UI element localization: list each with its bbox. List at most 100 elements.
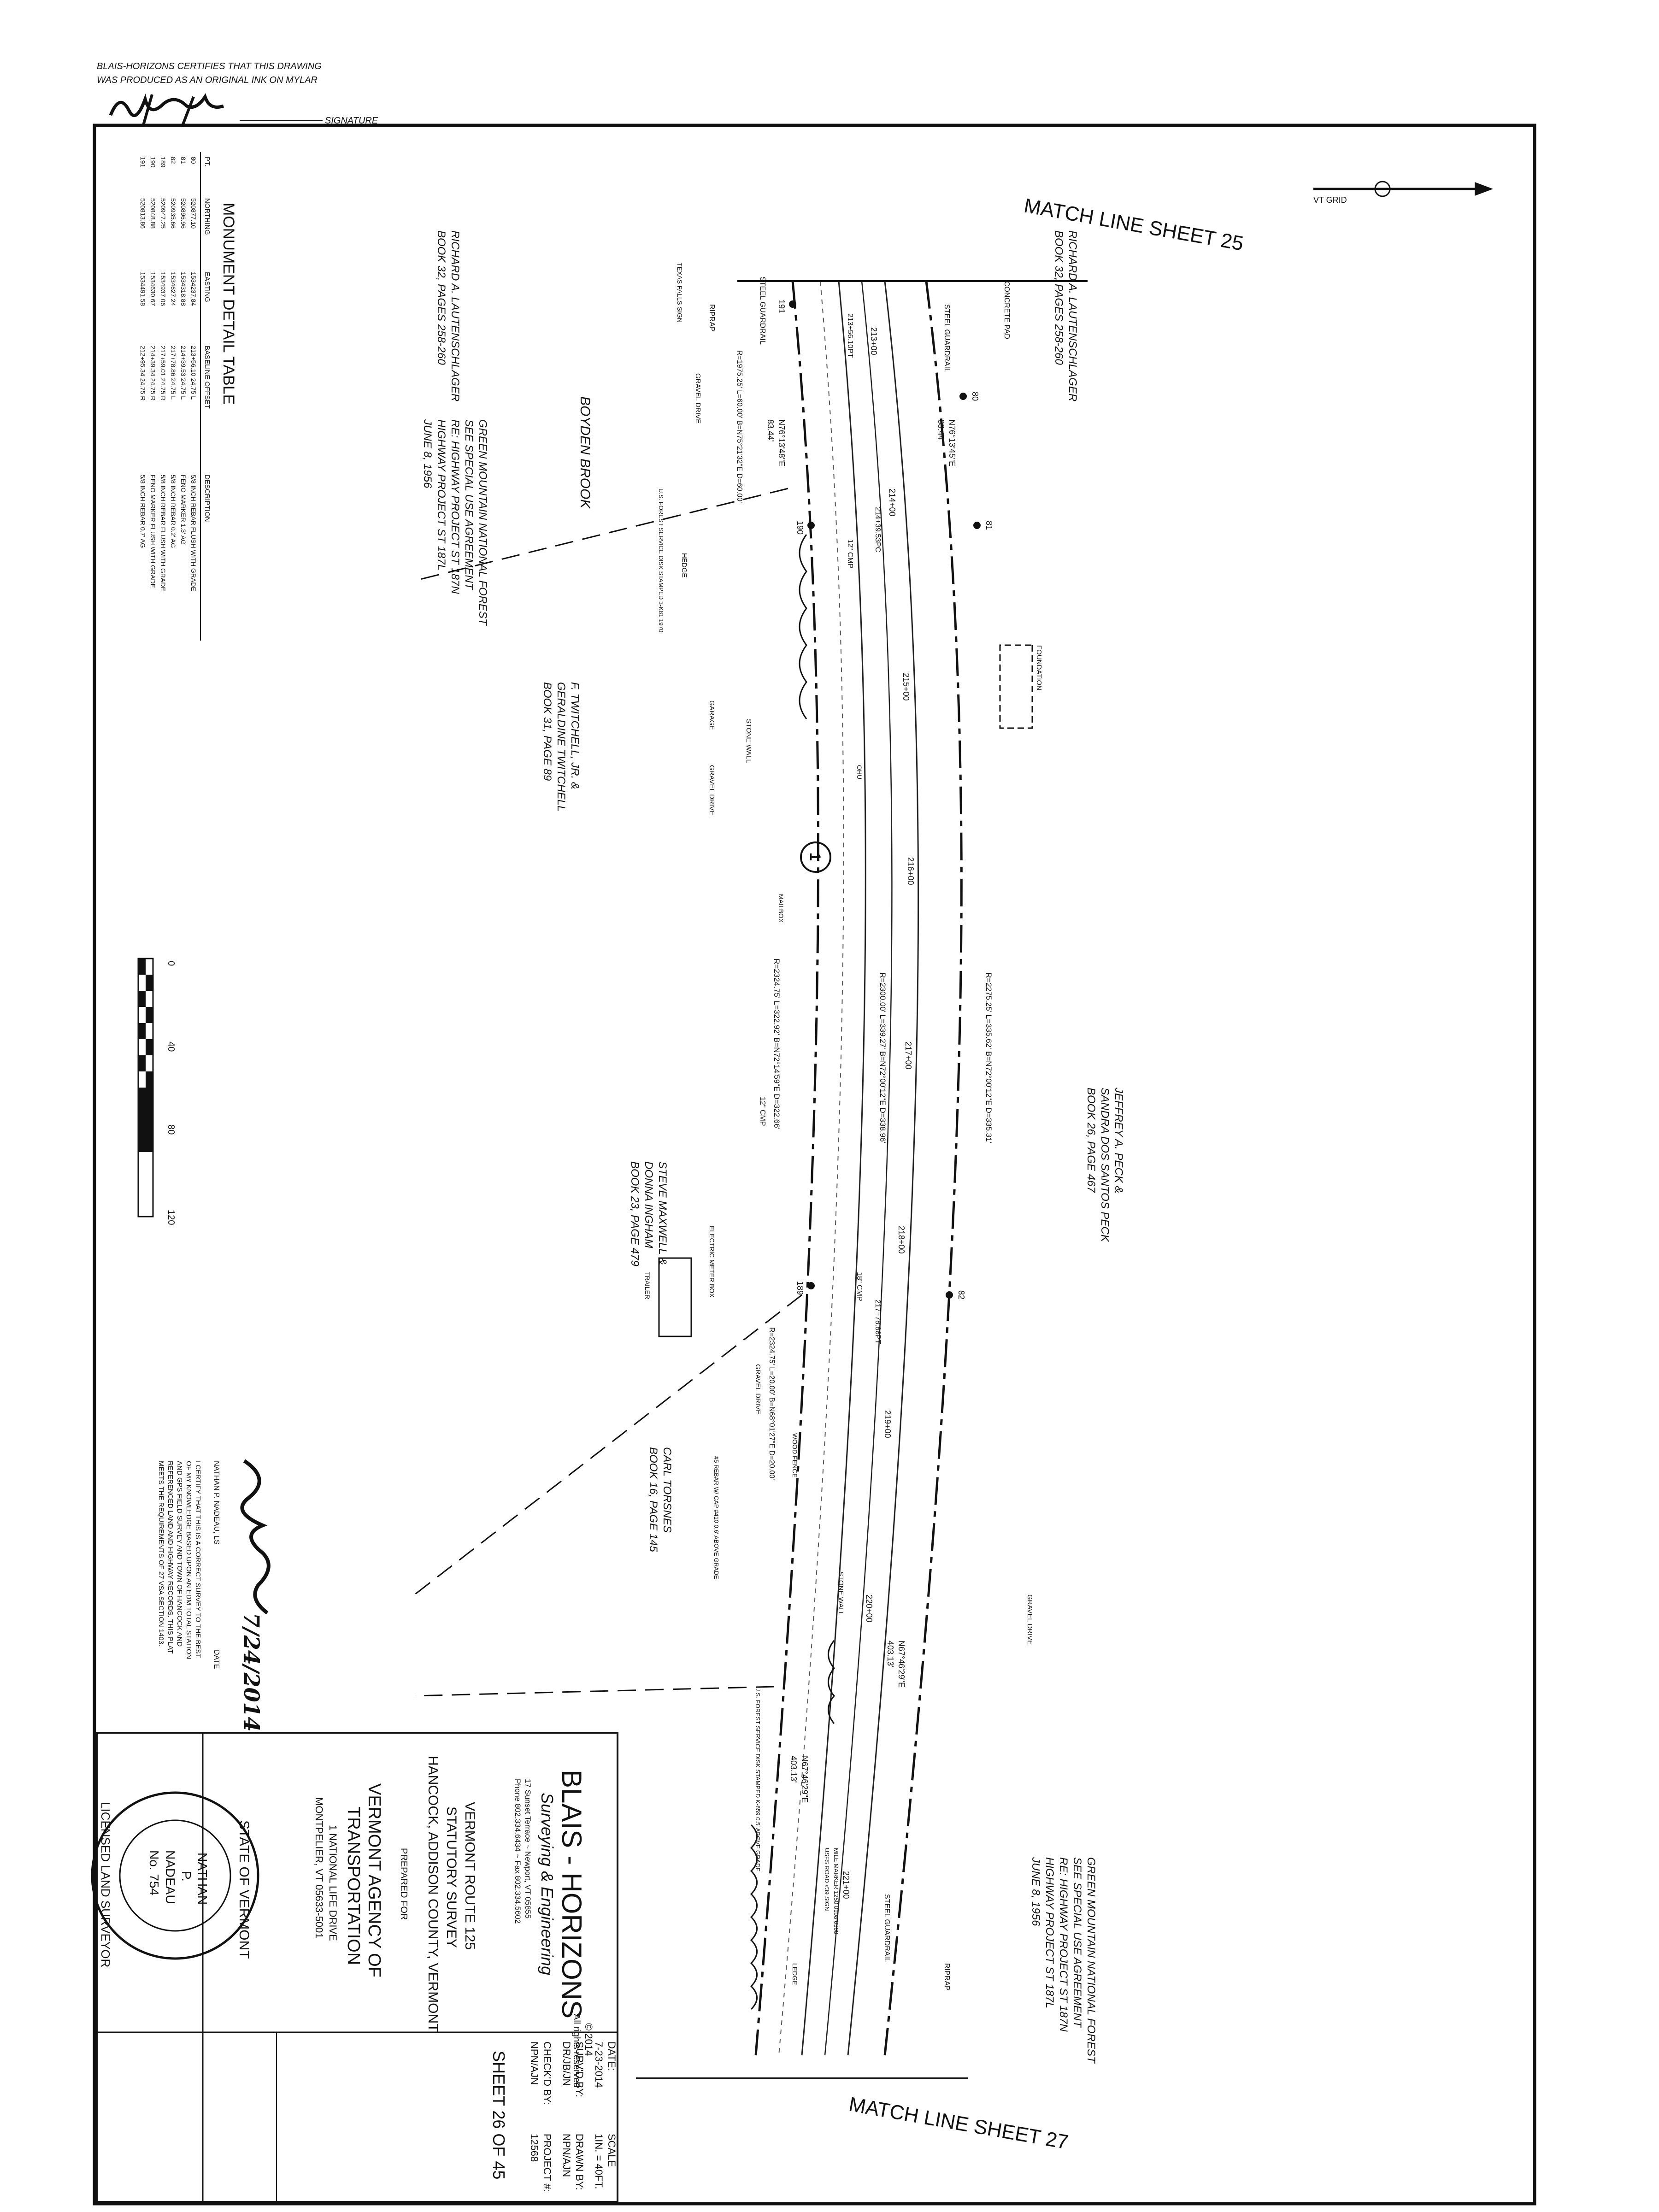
owner-7-line-1: CARL TORSNES: [661, 1447, 673, 1533]
owner-block-1: RICHARD A. LAUTENSCHLAGER BOOK 32, PAGES…: [1053, 230, 1079, 401]
survd-label: SURV'D BY:: [574, 2041, 585, 2097]
owner-2-line-2: BOOK 32, PAGES 258-260: [435, 230, 447, 365]
point-80-label: 80: [971, 392, 980, 401]
surveyor-signature: [240, 1459, 271, 1615]
label-hedge: HEDGE: [680, 553, 688, 577]
label-steel-guardrail-1: STEEL GUARDRAIL: [943, 304, 951, 372]
sheet-note-number: 1: [807, 853, 824, 861]
label-usfs-disk-2: U.S. FOREST SERVICE DISK STAMPED K-659 0…: [754, 1687, 761, 1872]
scale-label: SCALE: [606, 2134, 618, 2167]
owner-block-4: F. TWITCHELL, JR. & GERALDINE TWITCHELL …: [541, 682, 581, 812]
table-cell: 520813.86: [139, 198, 147, 229]
owner-block-3: GREEN MOUNTAIN NATIONAL FOREST SEE SPECI…: [421, 419, 489, 626]
scale-120: 120: [166, 1210, 176, 1225]
project-line-3: HANCOCK, ADDISON COUNTY, VERMONT: [425, 1756, 441, 2032]
project-label: PROJECT #:: [541, 2134, 553, 2192]
drawn-value: NPN/AJN: [561, 2134, 572, 2177]
monument-table-header: PT. NORTHING EASTING BASELINE OFFSET DES…: [203, 157, 211, 522]
point-190: [807, 522, 815, 529]
table-cell: 1534937.06: [159, 272, 167, 306]
pipe-1: 12" CMP: [846, 539, 854, 568]
owner-block-6: STEVE MAXWELL & DONNA INGHAM BOOK 23, PA…: [629, 1161, 669, 1266]
table-cell: 520848.88: [149, 198, 157, 229]
curve-2: R=2275.25' L=335.62' B=N72°00'12"E D=335…: [984, 972, 993, 1143]
owner-block-8: GREEN MOUNTAIN NATIONAL FOREST SEE SPECI…: [1030, 1857, 1097, 2064]
curve-4: R=2324.75' L=322.92' B=N72°14'59"E D=322…: [772, 959, 781, 1130]
match-line-bottom: MATCH LINE SHEET 27: [847, 2093, 1070, 2154]
table-cell: 1534318.88: [180, 272, 187, 306]
owner-6-line-1: STEVE MAXWELL &: [656, 1161, 669, 1265]
seal-state: STATE OF VERMONT: [236, 1820, 252, 1959]
table-cell: 5/8 INCH REBAR FLUSH WITH GRADE: [190, 475, 197, 591]
label-usfs-sign: USFS ROAD #39 SIGN: [824, 1848, 830, 1911]
label-steel-guardrail-2: STEEL GUARDRAIL: [759, 276, 766, 345]
label-wood-fence: WOOD FENCE: [791, 1433, 799, 1477]
project-line-1: VERMONT ROUTE 125: [462, 1802, 477, 1950]
pc-label-2: 214+39.53PC: [874, 507, 882, 552]
cert-text-3: AND GPS FIELD SURVEY AND TOWN OF HANCOCK…: [176, 1461, 183, 1647]
owner-4-line-3: BOOK 31, PAGE 89: [541, 682, 553, 781]
table-cell: 80: [190, 157, 197, 164]
table-cell: 520877.10: [190, 198, 197, 229]
company-address: 17 Sunset Terrace ~ Newport, VT 05855: [524, 1779, 532, 1918]
pipe-2: 18" CMP: [855, 1272, 863, 1301]
point-191-label: 191: [777, 300, 786, 313]
station-217: 217+00: [904, 1041, 913, 1070]
vt-grid-label: VT GRID: [1313, 195, 1347, 205]
row-line-south: [754, 281, 820, 2056]
client-line-3: 1 NATIONAL LIFE DRIVE: [327, 1825, 339, 1941]
label-gravel-drive-3: GRAVEL DRIVE: [754, 1364, 762, 1414]
col-northing: NORTHING: [203, 198, 211, 235]
table-cell: 217+59.01 24.75 R: [159, 346, 167, 401]
project-line-2: STATUTORY SURVEY: [444, 1806, 459, 1948]
sheet-note-circle: [800, 841, 831, 873]
point-189: [807, 1282, 815, 1289]
distance-2: 83.44': [766, 419, 775, 441]
scale-40: 40: [166, 1041, 176, 1052]
table-cell: FENO MARKER FLUSH WITH GRADE: [149, 475, 157, 588]
scale-0: 0: [166, 961, 176, 966]
distance-3: 403.13': [886, 1641, 895, 1668]
table-cell: 82: [170, 157, 177, 164]
parcel-line-2: [414, 1294, 802, 1595]
point-81-label: 81: [984, 521, 994, 530]
surveyor-seal: STATE OF VERMONT NATHAN P. NADEAU No. 75…: [91, 1791, 259, 1967]
company-tagline: Surveying & Engineering: [538, 1793, 557, 1975]
surveyor-certification: 7/24/2014 NATHAN P. NADEAU, LS DATE I CE…: [157, 1459, 271, 1732]
owner-3-line-2: SEE SPECIAL USE AGREEMENT: [463, 419, 475, 591]
table-cell: FENO MARKER 1.3' AG: [180, 475, 187, 545]
seal-number: No. 754: [147, 1850, 161, 1895]
table-cell: 190: [149, 157, 157, 168]
drawn-label: DRAWN BY:: [574, 2134, 585, 2190]
cert-text-4: REFERENCED LAND AND HIGHWAY RECORDS. THI…: [166, 1461, 174, 1653]
surveyor-name: NATHAN P. NADEAU, LS: [212, 1461, 220, 1545]
client-line-4: MONTPELIER, VT 05633-5001: [313, 1797, 325, 1939]
station-218: 218+00: [897, 1226, 906, 1254]
table-cell: 5/8 INCH REBAR FLUSH WITH GRADE: [159, 475, 167, 591]
station-labels: 213+00 214+00 215+00 216+00 217+00 218+0…: [841, 327, 915, 1899]
station-214: 214+00: [888, 488, 897, 517]
point-191: [789, 300, 796, 308]
seal-name-2: P.: [179, 1871, 194, 1882]
table-cell: 1534491.58: [139, 272, 147, 306]
label-stone-wall-2: STONE WALL: [837, 1571, 845, 1616]
owner-block-2: RICHARD A. LAUTENSCHLAGER BOOK 32, PAGES…: [435, 230, 461, 401]
bearing-3: N67°46'29"E: [897, 1641, 906, 1688]
ledge-scallops: [750, 1824, 758, 2010]
owner-block-7: CARL TORSNES BOOK 16, PAGE 145: [647, 1447, 673, 1552]
client-line-2: TRANSPORTATION: [344, 1806, 363, 1965]
checkd-label: CHECK'D BY:: [541, 2041, 553, 2105]
client-line-1: VERMONT AGENCY OF: [365, 1783, 384, 1977]
signature-label: SIGNATURE: [325, 116, 378, 126]
north-arrow: [1313, 181, 1493, 197]
owner-3-line-1: GREEN MOUNTAIN NATIONAL FOREST: [477, 419, 489, 626]
owner-6-line-2: DONNA INGHAM: [642, 1161, 655, 1248]
label-gravel-drive-4: GRAVEL DRIVE: [1026, 1594, 1034, 1645]
table-cell: 213+56.10 24.75 L: [190, 346, 197, 400]
baseline: [824, 281, 893, 2056]
label-boyden-brook: BOYDEN BROOK: [577, 396, 593, 509]
owner-7-line-2: BOOK 16, PAGE 145: [647, 1447, 659, 1552]
seal-name-3: NADEAU: [163, 1850, 177, 1904]
